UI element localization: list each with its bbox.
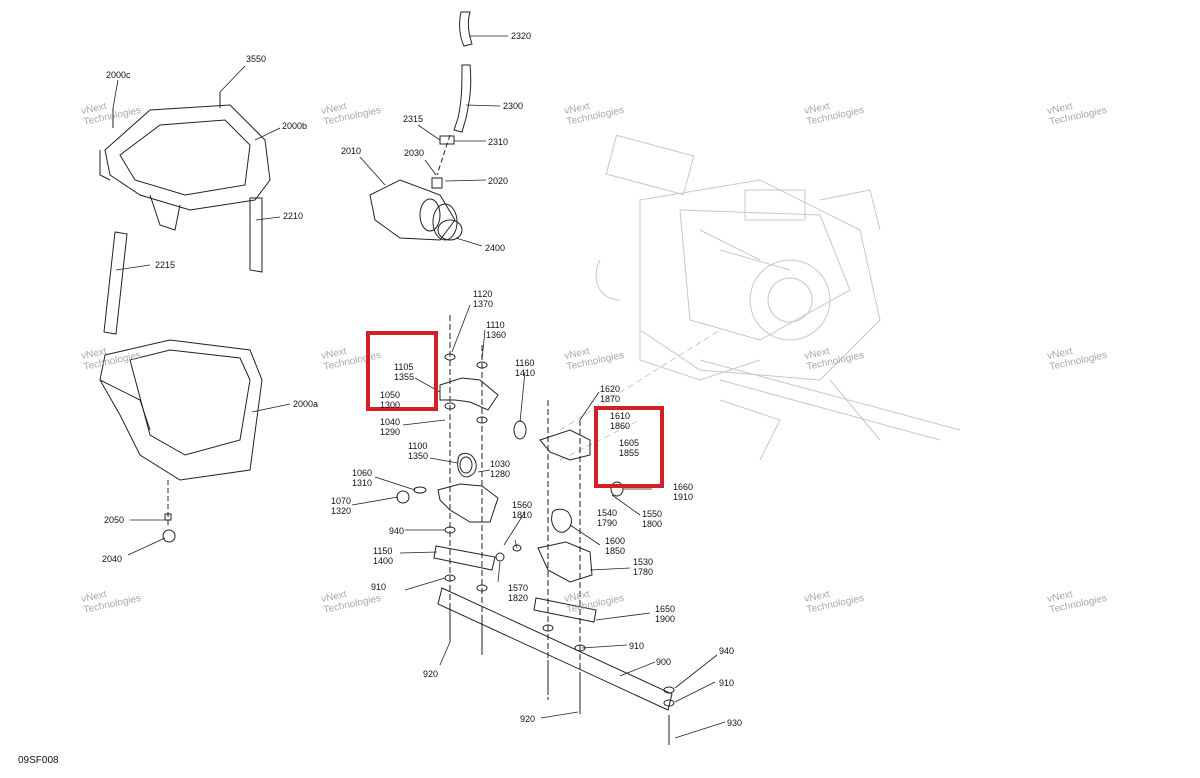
- callout-1600-1850[interactable]: 1600 1850: [605, 536, 626, 556]
- callout-910[interactable]: 910: [629, 641, 645, 651]
- callout-2215[interactable]: 2215: [155, 260, 176, 270]
- callout-920[interactable]: 920: [423, 669, 439, 679]
- callout-1040-1290[interactable]: 1040 1290: [380, 417, 401, 437]
- callout-3550[interactable]: 3550: [246, 54, 267, 64]
- callout-1030-1280[interactable]: 1030 1280: [490, 459, 511, 479]
- left-mount-assembly: [396, 315, 673, 711]
- fitting-2030: [431, 177, 443, 189]
- highlight-box: [594, 406, 664, 488]
- callout-910[interactable]: 910: [371, 582, 387, 592]
- callout-1530-1780[interactable]: 1530 1780: [633, 557, 654, 577]
- callout-1150-1400[interactable]: 1150 1400: [373, 546, 394, 566]
- callout-940[interactable]: 940: [389, 526, 405, 536]
- callout-1605-1855[interactable]: 1605 1855: [619, 438, 640, 458]
- callout-1105-1355[interactable]: 1105 1355: [394, 362, 415, 382]
- callout-920[interactable]: 920: [520, 714, 536, 724]
- engine-ghost: [559, 134, 961, 461]
- callout-1610-1860[interactable]: 1610 1860: [610, 411, 631, 431]
- airbox-cover-2000b: [99, 104, 271, 231]
- airbox-base-2000a: [99, 339, 263, 481]
- callout-1650-1900[interactable]: 1650 1900: [655, 604, 676, 624]
- figure-id: 09SF008: [18, 755, 59, 766]
- callout-930[interactable]: 930: [727, 718, 743, 728]
- callout-1070-1320[interactable]: 1070 1320: [331, 496, 352, 516]
- callout-2010[interactable]: 2010: [341, 146, 362, 156]
- intake-boot-2010: [369, 179, 458, 241]
- callout-1110-1360[interactable]: 1110 1360: [486, 320, 507, 340]
- callout-900[interactable]: 900: [656, 657, 672, 667]
- callout-2000b[interactable]: 2000b: [282, 121, 308, 131]
- callout-2315[interactable]: 2315: [403, 114, 424, 124]
- callout-1540-1790[interactable]: 1540 1790: [597, 508, 618, 528]
- clamp-2400: [437, 219, 463, 241]
- callout-1160-1410[interactable]: 1160 1410: [515, 358, 536, 378]
- strap-2210: [249, 197, 263, 273]
- callout-940[interactable]: 940: [719, 646, 735, 656]
- callout-1660-1910[interactable]: 1660 1910: [673, 482, 694, 502]
- callout-2320[interactable]: 2320: [511, 31, 532, 41]
- callout-2000c[interactable]: 2000c: [106, 70, 131, 80]
- hose-2320: [459, 11, 473, 47]
- callout-910[interactable]: 910: [719, 678, 735, 688]
- callout-1620-1870[interactable]: 1620 1870: [600, 384, 621, 404]
- callout-2000a[interactable]: 2000a: [293, 399, 319, 409]
- highlight-box: [366, 331, 438, 411]
- callout-1550-1800[interactable]: 1550 1800: [642, 509, 663, 529]
- strap-2215: [103, 231, 128, 335]
- leader-lines: [112, 35, 726, 739]
- callout-2030[interactable]: 2030: [404, 148, 425, 158]
- callout-2020[interactable]: 2020: [488, 176, 509, 186]
- callout-2400[interactable]: 2400: [485, 243, 506, 253]
- callout-1570-1820[interactable]: 1570 1820: [508, 583, 529, 603]
- callout-2310[interactable]: 2310: [488, 137, 509, 147]
- callout-1560-1810[interactable]: 1560 1810: [512, 500, 533, 520]
- callout-1060-1310[interactable]: 1060 1310: [352, 468, 373, 488]
- callout-2050[interactable]: 2050: [104, 515, 125, 525]
- callout-1120-1370[interactable]: 1120 1370: [473, 289, 494, 309]
- callout-1100-1350[interactable]: 1100 1350: [408, 441, 429, 461]
- callout-1050-1300[interactable]: 1050 1300: [380, 390, 401, 410]
- tube-2300: [453, 64, 472, 133]
- callout-2040[interactable]: 2040: [102, 554, 123, 564]
- callout-2210[interactable]: 2210: [283, 211, 304, 221]
- callout-2300[interactable]: 2300: [503, 101, 524, 111]
